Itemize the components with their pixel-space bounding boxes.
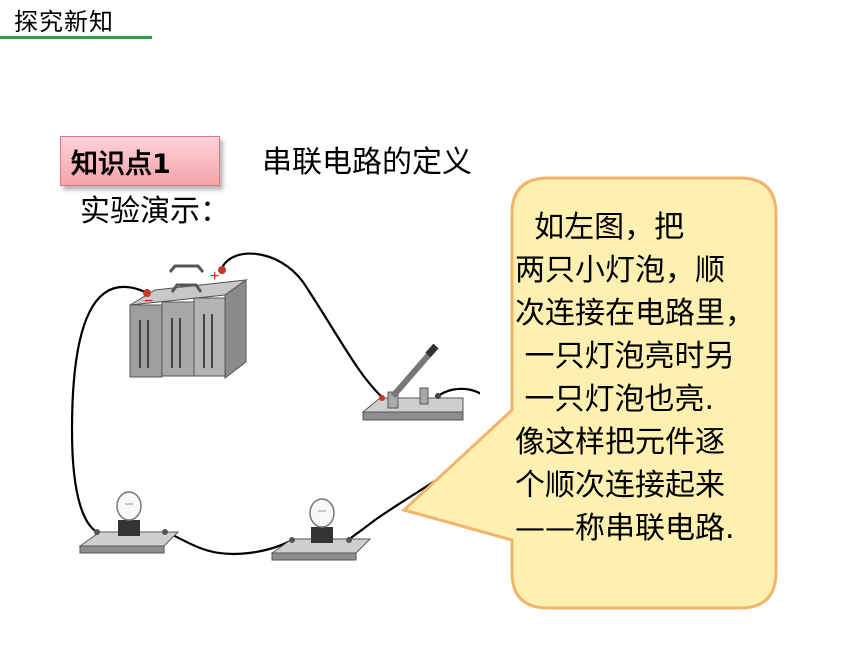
demo-label: 实验演示： — [80, 194, 230, 229]
knowledge-point-title: 串联电路的定义 — [262, 145, 472, 180]
explanation-line: ——称串联电路. — [515, 511, 735, 546]
switch-icon — [361, 343, 464, 421]
bulb-left-icon — [78, 491, 180, 554]
section-title: 探究新知 — [14, 8, 114, 36]
explanation-text: 如左图，把 两只小灯泡，顺 次连接在电路里， 一只灯泡亮时另 一只灯泡也亮. 像… — [515, 206, 771, 550]
battery-negative-label: − — [144, 293, 153, 310]
section-underline — [0, 36, 152, 39]
explanation-line: 两只小灯泡，顺 — [515, 253, 725, 288]
explanation-line: 个顺次连接起来 — [515, 468, 725, 503]
explanation-line: 像这样把元件逐 — [515, 425, 725, 460]
knowledge-point-badge: 知识点1 — [60, 136, 220, 186]
explanation-line: 一只灯泡也亮. — [515, 382, 715, 417]
knowledge-point-badge-label: 知识点1 — [71, 148, 171, 180]
battery-icon: + − — [129, 264, 248, 380]
bulb-right-icon — [270, 498, 372, 561]
speech-bubble — [401, 176, 778, 610]
explanation-line: 一只灯泡亮时另 — [515, 339, 735, 374]
explanation-line: 次连接在电路里， — [515, 296, 755, 331]
battery-positive-label: + — [210, 268, 219, 285]
series-circuit-illustration: + − — [70, 252, 480, 561]
explanation-line: 如左图，把 — [515, 210, 685, 245]
